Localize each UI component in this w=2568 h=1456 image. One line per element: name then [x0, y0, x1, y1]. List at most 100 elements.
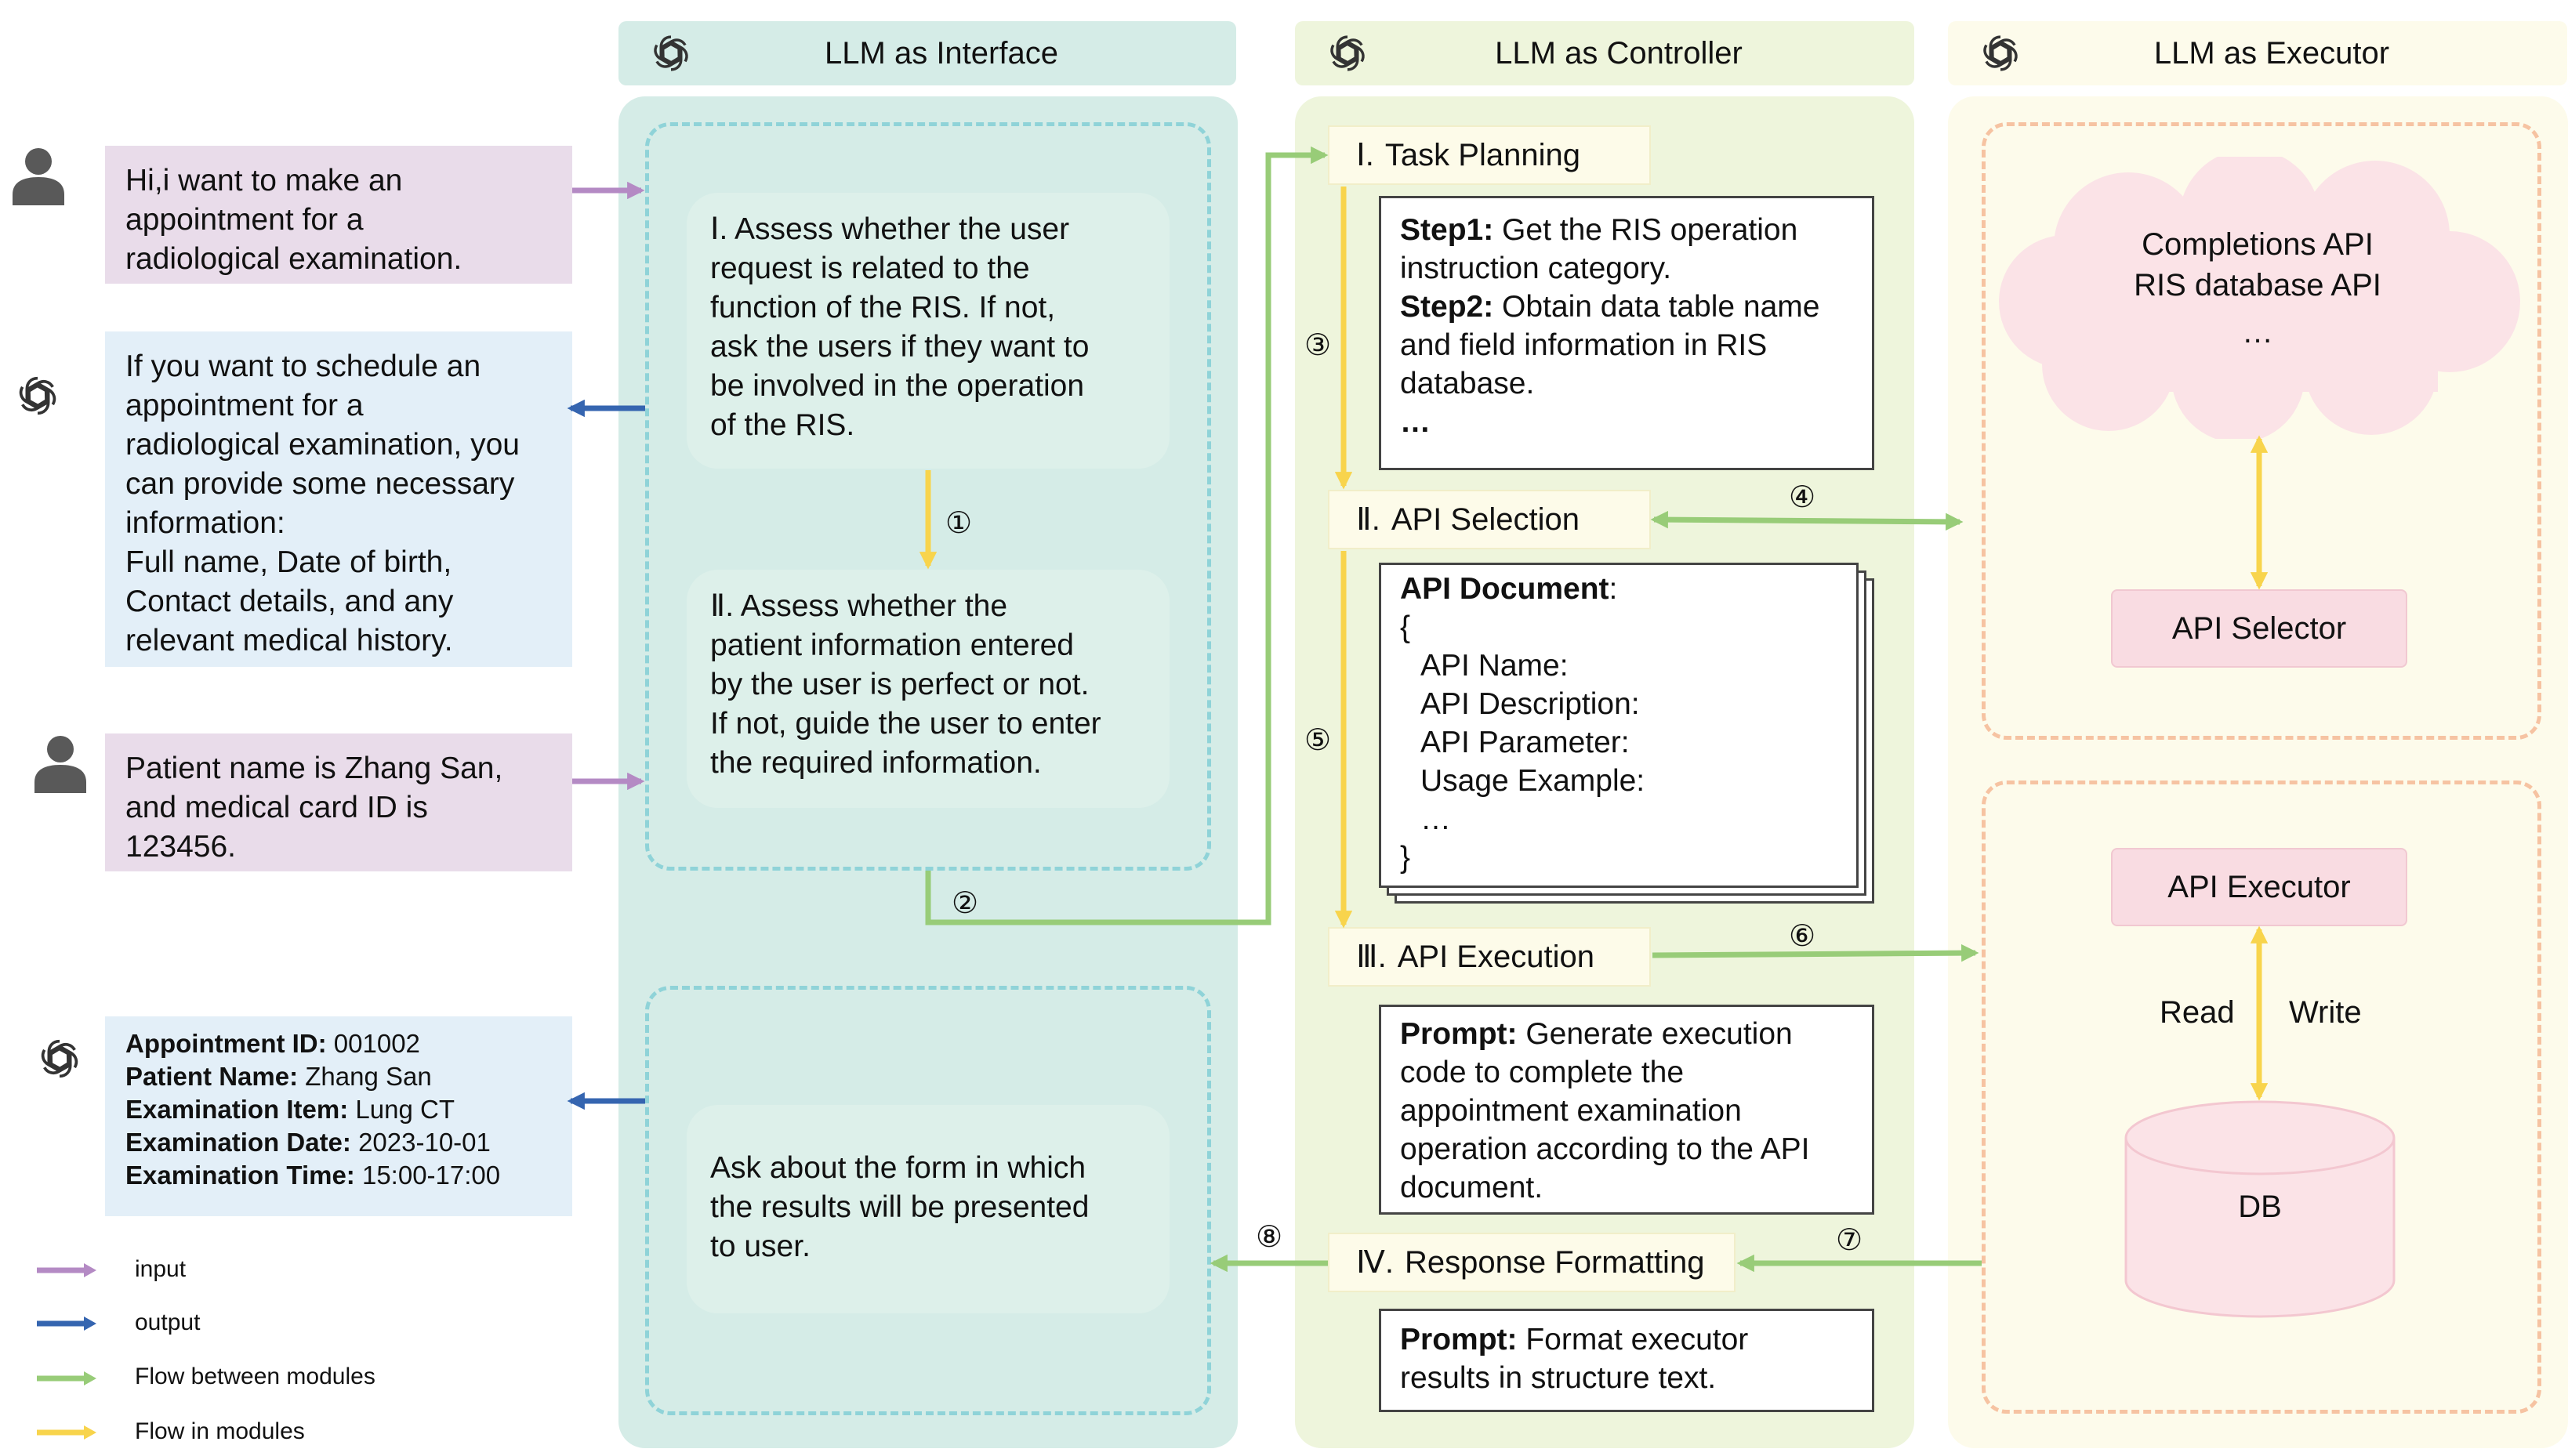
line: 123456. — [125, 830, 236, 864]
format-prompt-box: Prompt: Format executor results in struc… — [1379, 1309, 1874, 1412]
line: Hi,i want to make an — [125, 164, 403, 197]
line: Contact details, and any — [125, 585, 454, 618]
execution-prompt-box: Prompt: Generate execution code to compl… — [1379, 1005, 1874, 1215]
field-key: Patient Name: — [125, 1062, 299, 1091]
line: database. — [1400, 367, 1535, 400]
api-field: API Name: — [1420, 649, 1569, 683]
database-cylinder — [2124, 1100, 2396, 1318]
cloud-api-list: Completions API RIS database API … — [2069, 212, 2446, 371]
api-selector-box: API Selector — [2111, 589, 2407, 668]
marker-2: ② — [952, 887, 979, 920]
result-field: Appointment ID: 001002 — [125, 1027, 552, 1060]
result-field: Examination Date: 2023-10-01 — [125, 1126, 552, 1159]
assistant-message-1: If you want to schedule an appointment f… — [105, 331, 572, 667]
step-number: Ⅳ. — [1356, 1245, 1395, 1280]
step1-key: Step1: — [1400, 213, 1494, 247]
step-label: Response Formatting — [1405, 1244, 1705, 1280]
controller-title: LLM as Controller — [1495, 35, 1743, 71]
field-value: 15:00-17:00 — [354, 1161, 501, 1190]
line: and medical card ID is — [125, 791, 428, 824]
line: patient information entered — [710, 628, 1074, 662]
line: { — [1400, 610, 1411, 644]
api-cloud-shape — [1999, 157, 2520, 439]
line: information: — [125, 506, 285, 540]
api-field: Usage Example: — [1420, 764, 1645, 798]
line: relevant medical history. — [125, 624, 453, 657]
legend-arrow-output-icon — [37, 1317, 96, 1331]
step1-text: Get the RIS operation — [1493, 213, 1798, 247]
marker-3: ③ — [1304, 329, 1332, 362]
line: If you want to schedule an — [125, 350, 481, 383]
interface-group-bottom — [645, 986, 1211, 1415]
interface-header: LLM as Interface — [618, 21, 1236, 85]
interface-title: LLM as Interface — [825, 35, 1058, 71]
step-label: Task Planning — [1384, 137, 1580, 172]
api-field: API Description: — [1420, 687, 1640, 721]
line: Ⅱ. Assess whether the — [710, 589, 1008, 623]
field-key: Examination Item: — [125, 1095, 349, 1124]
api-field: API Parameter: — [1420, 726, 1630, 759]
step-number: Ⅲ. — [1356, 940, 1387, 974]
openai-logo-icon — [1325, 31, 1370, 76]
marker-4: ④ — [1789, 481, 1816, 514]
marker-8: ⑧ — [1256, 1221, 1283, 1254]
api-execution-step: Ⅲ. API Execution — [1328, 927, 1651, 987]
openai-logo-icon — [648, 31, 694, 76]
executor-title: LLM as Executor — [2153, 35, 2390, 71]
cloud-item: RIS database API — [2134, 268, 2381, 302]
api-selection-step: Ⅱ. API Selection — [1328, 490, 1651, 549]
api-field: … — [1420, 802, 1451, 836]
interface-module-1: Ⅰ. Assess whether the user request is re… — [687, 193, 1170, 469]
interface-module-3: Ask about the form in which the results … — [687, 1105, 1170, 1313]
line: Step2: Obtain data table name — [1400, 288, 1853, 326]
legend-output-label: output — [135, 1309, 201, 1335]
line: results in structure text. — [1400, 1361, 1717, 1395]
line: be involved in the operation — [710, 369, 1085, 403]
result-field: Examination Time: 15:00-17:00 — [125, 1159, 552, 1192]
api-executor-box: API Executor — [2111, 848, 2407, 926]
response-formatting-step: Ⅳ. Response Formatting — [1328, 1233, 1736, 1292]
cloud-item: Completions API — [2142, 227, 2374, 262]
line: operation according to the API — [1400, 1132, 1810, 1166]
line: the results will be presented — [710, 1190, 1090, 1224]
openai-logo-icon — [1978, 31, 2023, 76]
api-doc-title: API Document — [1400, 572, 1609, 606]
line: Prompt: Format executor — [1400, 1320, 1853, 1359]
executor-group-bottom — [1982, 781, 2541, 1414]
step-label: API Execution — [1397, 939, 1594, 974]
line: Ⅰ. Assess whether the user — [710, 212, 1070, 246]
line: request is related to the — [710, 252, 1030, 285]
interface-module-2: Ⅱ. Assess whether the patient informatio… — [687, 570, 1170, 808]
field-key: Appointment ID: — [125, 1029, 327, 1058]
line: can provide some necessary — [125, 467, 515, 501]
db-label: DB — [2238, 1190, 2282, 1224]
line: document. — [1400, 1171, 1543, 1204]
user-icon — [13, 148, 64, 205]
step-number: Ⅱ. — [1356, 502, 1380, 537]
assistant-openai-icon — [13, 371, 62, 420]
marker-5: ⑤ — [1304, 724, 1332, 757]
line: by the user is perfect or not. — [710, 668, 1090, 701]
legend-between-label: Flow between modules — [135, 1364, 375, 1389]
line: and field information in RIS — [1400, 328, 1768, 362]
field-key: Examination Time: — [125, 1161, 355, 1190]
line: … — [1400, 405, 1431, 439]
line: function of the RIS. If not, — [710, 291, 1056, 324]
api-doc-colon: : — [1609, 572, 1618, 606]
legend-arrow-input-icon — [37, 1263, 96, 1277]
task-planning-box: Step1: Get the RIS operation instruction… — [1379, 196, 1874, 470]
user-message-2: Patient name is Zhang San, and medical c… — [105, 733, 572, 871]
field-key: Examination Date: — [125, 1128, 351, 1157]
line: Full name, Date of birth, — [125, 545, 452, 579]
step-number: Ⅰ. — [1356, 138, 1374, 172]
legend-arrow-between-icon — [37, 1371, 96, 1385]
api-document-box: API Document: { API Name: API Descriptio… — [1379, 563, 1859, 888]
marker-6: ⑥ — [1789, 920, 1816, 953]
executor-header: LLM as Executor — [1948, 21, 2567, 85]
line: Patient name is Zhang San, — [125, 752, 503, 785]
line: Prompt: Generate execution — [1400, 1015, 1853, 1053]
step-label: API Selection — [1391, 502, 1580, 537]
line: appointment examination — [1400, 1094, 1742, 1128]
task-planning-step: Ⅰ. Task Planning — [1328, 125, 1651, 185]
line: } — [1400, 841, 1411, 875]
